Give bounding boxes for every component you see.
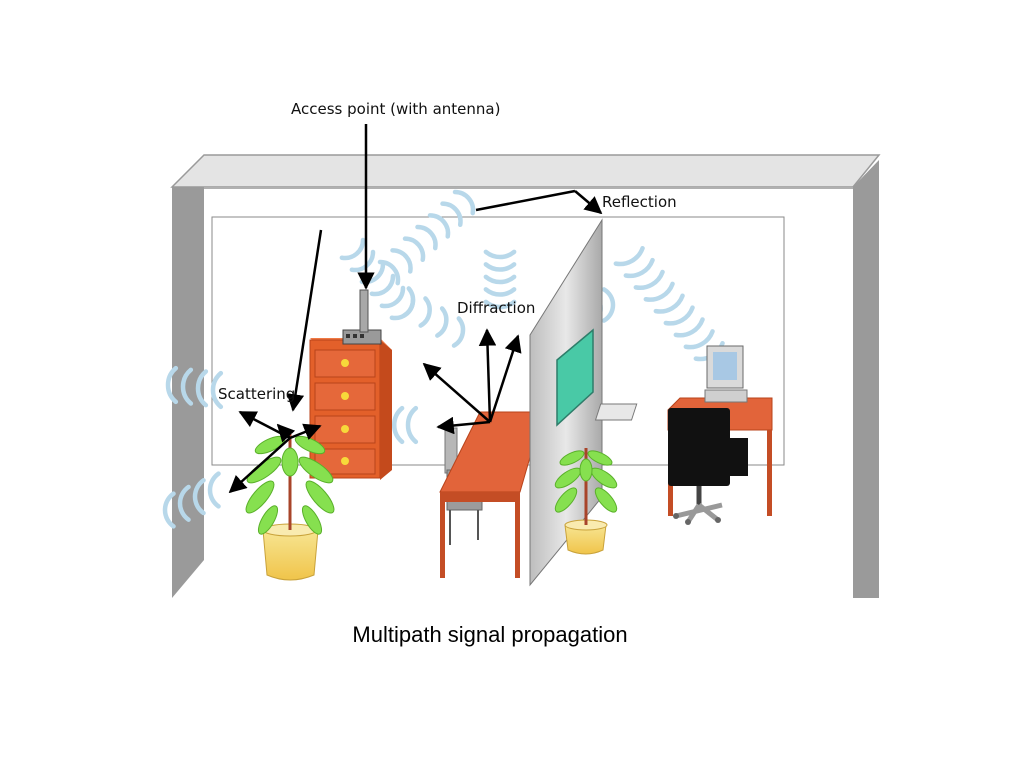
wave-arc [483,287,517,297]
diffraction-arrow-3 [422,362,491,423]
wave-arc [483,299,517,310]
wave-arc [401,286,416,318]
wave-arc [633,269,665,290]
scattering-source-arrow [286,229,323,412]
wave-arc [402,236,426,263]
wave-arc [435,306,449,338]
reflection-arrow-2 [574,190,603,215]
partition-wall [529,218,603,587]
access-point-label: Access point (with antenna) [291,100,501,118]
wave-arc [483,262,517,272]
wave-arc [418,296,432,328]
scattering-arrow-2 [276,423,296,443]
wave-arc [210,370,224,410]
scattering-arrow-3 [289,423,322,440]
diffraction-arrow-2 [488,334,522,423]
table [439,411,544,578]
wave-arc [415,224,438,251]
wave-arc [483,249,517,260]
wave-arc [405,405,419,445]
diffraction-arrow-1 [478,328,497,423]
wave-arc [643,281,675,302]
reflection-arrow-1 [475,189,576,212]
computer-workstation [594,345,773,525]
diffraction-label: Diffraction [457,299,536,317]
wave-arc [180,367,194,406]
scattering-arrow-4 [228,437,291,494]
scattering-label: Scattering [218,385,296,403]
wave-arc [683,329,715,350]
right-plant [554,448,618,555]
wave-arc [613,245,645,267]
wave-arc [162,491,176,529]
filing-cabinet [309,338,392,480]
reflection-label: Reflection [602,193,677,211]
wave-arc [177,484,191,522]
wave-arc [392,405,405,445]
wave-arc [379,285,406,309]
wave-arc [440,201,463,228]
figure-caption: Multipath signal propagation [352,622,628,647]
wave-arc [339,237,366,261]
wave-arc [663,305,695,326]
wave-arc [673,317,705,338]
wave-arc [369,273,396,297]
wave-arc [451,316,466,348]
wave-arc [483,274,517,285]
wave-arc [452,189,476,216]
wave-arc [192,478,206,516]
wave-arc [653,293,685,314]
wave-arc [623,257,655,279]
wave-arc [165,365,179,405]
wave-arc [207,471,221,509]
signal-arrows [228,124,603,494]
wave-arc [390,248,413,274]
wave-arc [601,287,616,323]
wave-arc [195,369,209,408]
diffraction-arrow-4 [436,416,491,435]
wave-arc [427,213,451,239]
wave-arc [377,259,401,286]
access-point-device [342,289,382,345]
